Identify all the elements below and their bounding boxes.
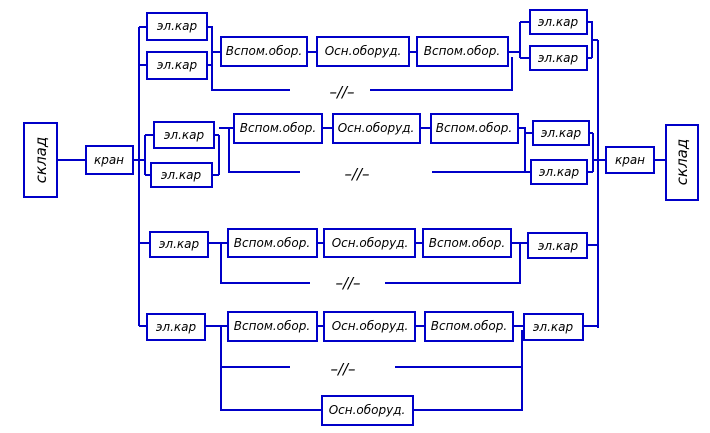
el-cart-label: эл.кар: [539, 165, 580, 179]
main-equipment-label: Осн.оборуд.: [329, 403, 406, 417]
crane-right: кран: [605, 146, 655, 174]
el-cart-box: эл.кар: [529, 9, 588, 35]
line-2: эл.кар эл.кар Вспом.обор. Осн.оборуд. Вс…: [150, 113, 590, 188]
aux-equipment-box: Вспом.обор.: [424, 311, 514, 342]
el-cart-label: эл.кар: [538, 51, 579, 65]
line-4: эл.кар Вспом.обор. Осн.оборуд. Вспом.обо…: [146, 311, 584, 426]
break-mark: –//–: [344, 165, 369, 183]
el-cart-label: эл.кар: [538, 15, 579, 29]
el-cart-box: эл.кар: [146, 313, 206, 341]
el-cart-box: эл.кар: [532, 120, 590, 146]
el-cart-box: эл.кар: [149, 231, 209, 258]
aux-equipment-box: Вспом.обор.: [430, 113, 519, 144]
el-cart-box: эл.кар: [527, 232, 588, 259]
el-cart-label: эл.кар: [156, 320, 197, 334]
aux-equipment-box: Вспом.обор.: [416, 36, 509, 67]
crane-left: кран: [85, 145, 134, 175]
main-equipment-box: Осн.оборуд.: [321, 395, 414, 426]
main-equipment-box: Осн.оборуд.: [332, 113, 421, 144]
main-equipment-box: Осн.оборуд.: [323, 228, 416, 258]
crane-left-label: кран: [94, 153, 124, 167]
el-cart-box: эл.кар: [529, 45, 588, 71]
line-3: эл.кар Вспом.обор. Осн.оборуд. Вспом.обо…: [149, 228, 588, 292]
warehouse-left: склад: [23, 122, 58, 198]
aux-equipment-label: Вспом.обор.: [424, 44, 500, 58]
warehouse-right-label: склад: [673, 139, 691, 185]
el-cart-label: эл.кар: [161, 168, 202, 182]
connection-lines: [57, 21, 666, 411]
main-equipment-label: Осн.оборуд.: [338, 121, 415, 135]
warehouse-left-label: склад: [32, 137, 50, 183]
main-equipment-box: Осн.оборуд.: [316, 36, 410, 67]
break-mark: –//–: [335, 274, 360, 292]
el-cart-box: эл.кар: [146, 51, 208, 80]
el-cart-label: эл.кар: [157, 19, 198, 33]
aux-equipment-label: Вспом.обор.: [234, 319, 310, 333]
aux-equipment-box: Вспом.обор.: [233, 113, 323, 144]
aux-equipment-label: Вспом.обор.: [226, 44, 302, 58]
break-mark: –//–: [330, 360, 355, 378]
aux-equipment-label: Вспом.обор.: [431, 319, 507, 333]
el-cart-label: эл.кар: [164, 128, 205, 142]
main-equipment-label: Осн.оборуд.: [332, 236, 409, 250]
el-cart-box: эл.кар: [523, 313, 584, 341]
main-equipment-label: Осн.оборуд.: [332, 319, 409, 333]
el-cart-box: эл.кар: [153, 121, 215, 149]
el-cart-label: эл.кар: [538, 239, 579, 253]
el-cart-label: эл.кар: [159, 237, 200, 251]
el-cart-label: эл.кар: [157, 58, 198, 72]
crane-right-label: кран: [615, 153, 645, 167]
aux-equipment-box: Вспом.обор.: [227, 228, 318, 258]
line-1: эл.кар эл.кар Вспом.обор. Осн.оборуд. Вс…: [146, 9, 588, 101]
warehouse-right: склад: [665, 124, 699, 201]
main-equipment-box: Осн.оборуд.: [323, 311, 416, 342]
aux-equipment-label: Вспом.обор.: [436, 121, 512, 135]
el-cart-label: эл.кар: [541, 126, 582, 140]
el-cart-box: эл.кар: [530, 159, 588, 185]
el-cart-box: эл.кар: [146, 12, 208, 41]
break-mark: –//–: [329, 83, 354, 101]
aux-equipment-box: Вспом.обор.: [227, 311, 318, 342]
aux-equipment-box: Вспом.обор.: [220, 36, 308, 67]
el-cart-label: эл.кар: [533, 320, 574, 334]
main-equipment-label: Осн.оборуд.: [325, 44, 402, 58]
aux-equipment-label: Вспом.обор.: [429, 236, 505, 250]
aux-equipment-label: Вспом.обор.: [240, 121, 316, 135]
aux-equipment-box: Вспом.обор.: [422, 228, 512, 258]
aux-equipment-label: Вспом.обор.: [234, 236, 310, 250]
el-cart-box: эл.кар: [150, 162, 213, 188]
